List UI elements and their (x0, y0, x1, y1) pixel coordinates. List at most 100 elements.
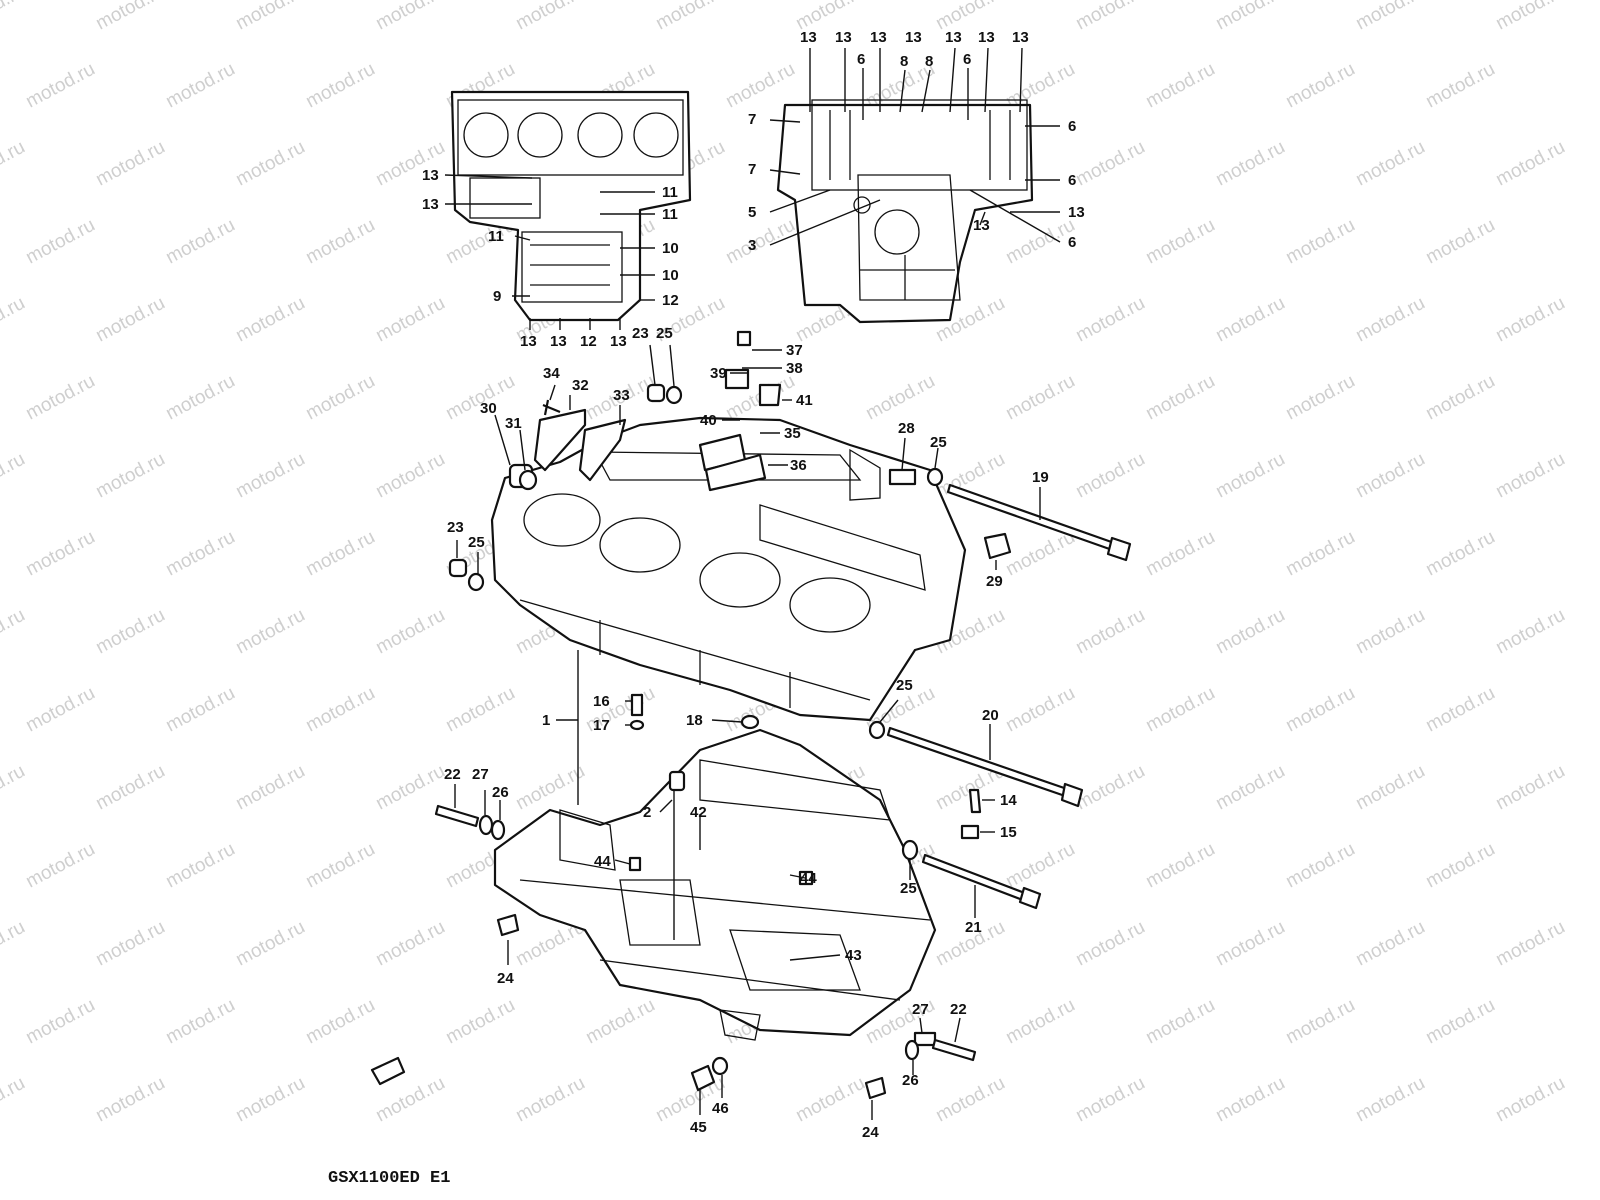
watermark-text: motod.ru (932, 0, 1008, 34)
watermark-text: motod.ru (1212, 1073, 1288, 1127)
part-28-bolt (888, 468, 917, 486)
watermark-text: motod.ru (372, 449, 448, 503)
callout-2: 2 (643, 804, 651, 821)
watermark-text: motod.ru (1492, 605, 1568, 659)
watermark-text: motod.ru (1492, 0, 1568, 34)
callout-26: 26 (902, 1072, 919, 1089)
watermark-text: motod.ru (722, 215, 798, 269)
part-27-washer-left (478, 814, 494, 836)
watermark-text: motod.ru (1422, 683, 1498, 737)
callout-13: 13 (1012, 29, 1029, 46)
watermark-text: motod.ru (1492, 137, 1568, 191)
front-arrow-icon (370, 1056, 406, 1086)
watermark-text: motod.ru (0, 293, 29, 347)
watermark-text: motod.ru (1492, 449, 1568, 503)
callout-42: 42 (690, 804, 707, 821)
watermark-text: motod.ru (1492, 761, 1568, 815)
watermark-text: motod.ru (0, 449, 29, 503)
watermark-text: motod.ru (1352, 0, 1428, 34)
watermark-text: motod.ru (302, 527, 378, 581)
watermark-text: motod.ru (442, 683, 518, 737)
watermark-text: motod.ru (372, 293, 448, 347)
watermark-text: motod.ru (162, 527, 238, 581)
callout-3: 3 (748, 237, 756, 254)
watermark-text: motod.ru (22, 683, 98, 737)
watermark-text: motod.ru (162, 995, 238, 1049)
watermark-text: motod.ru (1492, 917, 1568, 971)
callout-9: 9 (493, 288, 501, 305)
callout-35: 35 (784, 425, 801, 442)
watermark-text: motod.ru (1212, 0, 1288, 34)
callout-20: 20 (982, 707, 999, 724)
watermark-text: motod.ru (1072, 293, 1148, 347)
part-27-washer-right (913, 1031, 937, 1047)
part-46-gasket (711, 1056, 729, 1076)
watermark-text: motod.ru (1142, 995, 1218, 1049)
watermark-text: motod.ru (792, 1073, 868, 1127)
watermark-text: motod.ru (1002, 371, 1078, 425)
watermark-text: motod.ru (232, 1073, 308, 1127)
callout-12: 12 (662, 292, 679, 309)
upper-crankcase-bottom-view (776, 99, 1034, 324)
watermark-text: motod.ru (1422, 371, 1498, 425)
callout-32: 32 (572, 377, 589, 394)
watermark-text: motod.ru (1142, 527, 1218, 581)
watermark-text: motod.ru (162, 839, 238, 893)
callout-44: 44 (594, 853, 611, 870)
callout-6: 6 (857, 51, 865, 68)
watermark-text: motod.ru (1352, 137, 1428, 191)
watermark-text: motod.ru (22, 371, 98, 425)
callout-7: 7 (748, 111, 756, 128)
watermark-text: motod.ru (232, 761, 308, 815)
watermark-text: motod.ru (582, 995, 658, 1049)
callout-27: 27 (912, 1001, 929, 1018)
part-37-plug (736, 330, 752, 347)
part-15-nut (960, 824, 980, 840)
watermark-text: motod.ru (512, 1073, 588, 1127)
watermark-text: motod.ru (0, 917, 29, 971)
callout-28: 28 (898, 420, 915, 437)
upper-crankcase (490, 416, 967, 722)
part-25-washer-lower (901, 839, 919, 861)
part-16-dowel (630, 693, 644, 717)
part-26-washer-right (904, 1039, 920, 1061)
watermark-text: motod.ru (1072, 137, 1148, 191)
callout-6: 6 (1068, 118, 1076, 135)
watermark-text: motod.ru (1282, 683, 1358, 737)
callout-22: 22 (950, 1001, 967, 1018)
watermark-text: motod.ru (302, 839, 378, 893)
callout-29: 29 (986, 573, 1003, 590)
watermark-text: motod.ru (1282, 839, 1358, 893)
part-24-dowel-left (496, 913, 520, 937)
watermark-text: motod.ru (232, 0, 308, 34)
callout-37: 37 (786, 342, 803, 359)
watermark-text: motod.ru (372, 0, 448, 34)
callouts: 13 13 6 13 13 8 8 13 6 13 13 7 7 6 6 5 3… (422, 29, 1085, 1141)
watermark-text: motod.ru (232, 293, 308, 347)
watermark-text: motod.ru (1142, 839, 1218, 893)
watermark-text: motod.ru (92, 1073, 168, 1127)
part-23-dowel (646, 383, 666, 403)
callout-11: 11 (488, 228, 504, 245)
watermark-text: motod.ru (1212, 137, 1288, 191)
watermark-text: motod.ru (932, 1073, 1008, 1127)
watermark-text: motod.ru (232, 917, 308, 971)
watermark-text: motod.ru (1282, 215, 1358, 269)
watermark-text: motod.ru (1352, 1073, 1428, 1127)
part-39-sensor (724, 368, 750, 390)
watermark-text: motod.ru (232, 137, 308, 191)
watermark-text: motod.ru (0, 605, 29, 659)
watermark-text: motod.ru (512, 761, 588, 815)
callout-25: 25 (900, 880, 917, 897)
callout-8: 8 (900, 53, 908, 70)
watermark-text: motod.ru (162, 59, 238, 113)
watermark-text: motod.ru (0, 1073, 29, 1127)
watermark-text: motod.ru (1142, 683, 1218, 737)
watermark-text: motod.ru (1422, 527, 1498, 581)
watermark-text: motod.ru (1282, 371, 1358, 425)
callout-13: 13 (835, 29, 852, 46)
callout-16: 16 (593, 693, 610, 710)
watermark-text: motod.ru (1352, 917, 1428, 971)
callout-5: 5 (748, 204, 756, 221)
watermark-text: motod.ru (652, 0, 728, 34)
